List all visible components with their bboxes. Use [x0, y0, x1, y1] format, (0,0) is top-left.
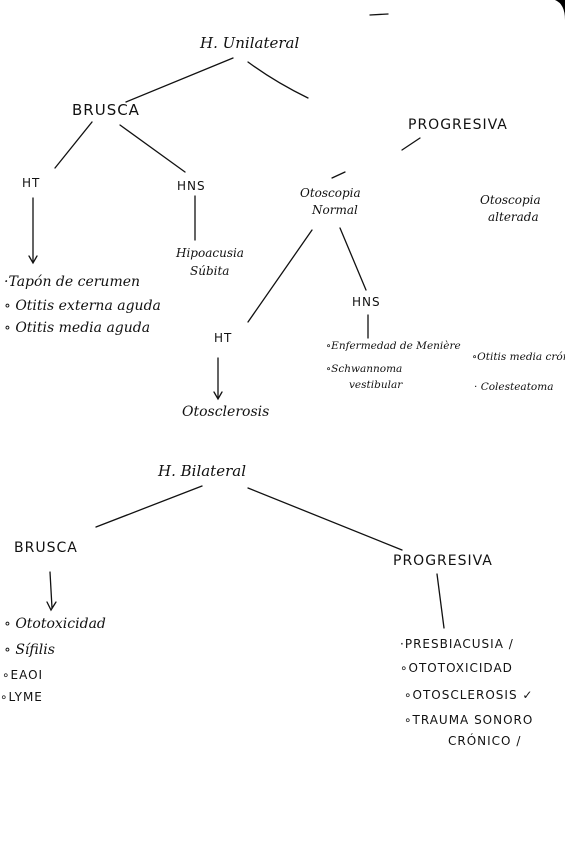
otoscopia-normal-line1: Otoscopia — [300, 186, 361, 200]
brusca-item-sifilis: ∘ Sífilis — [4, 642, 55, 658]
ht-item-tapon: ·Tapón de cerumen — [4, 274, 140, 290]
edge-brusca-ht — [54, 121, 93, 169]
alterada-item-otitis-cronica-text: Otitis media crónica simple — [477, 351, 565, 363]
progresiva-item-trauma-line2-text: CRÓNICO — [448, 734, 512, 748]
bullet: ∘ — [4, 642, 16, 658]
arrow-head — [28, 255, 38, 265]
otoscopia-alterada-line2: alterada — [488, 210, 539, 224]
brusca-item-lyme-text: LYME — [8, 690, 43, 704]
bullet: ∘ — [4, 616, 16, 632]
brusca-item-ototoxicidad: ∘ Ototoxicidad — [4, 616, 106, 632]
progresiva-item-presbiacusia-text: PRESBIACUSIA — [404, 637, 504, 651]
progresiva-item-presbiacusia: ·PRESBIACUSIA / — [400, 637, 514, 651]
hns-item-schwannoma-line1: ∘Schwannoma — [326, 363, 402, 376]
alterada-item-colesteatoma-text: Colesteatoma — [480, 381, 554, 393]
unilateral-ht-node: HT — [22, 176, 41, 190]
progresiva-item-otosclerosis-text: OTOSCLEROSIS — [412, 688, 518, 702]
brusca-item-eaoi-text: EAOI — [10, 668, 44, 682]
progresiva-item-ototoxicidad: ∘OTOTOXICIDAD — [400, 661, 513, 675]
bullet: · — [474, 381, 481, 393]
progresiva-item-trauma-line2: CRÓNICO / — [448, 734, 521, 748]
progresiva-item-ototoxicidad-text: OTOTOXICIDAD — [408, 661, 513, 675]
brusca-item-ototoxicidad-text: Ototoxicidad — [15, 616, 106, 632]
edge-normal-ht — [247, 229, 313, 323]
bullet: · — [4, 274, 9, 290]
edge-unilateral-brusca — [125, 57, 234, 103]
alterada-item-colesteatoma: · Colesteatoma — [474, 381, 553, 394]
ht-item-otitis-media: ∘ Otitis media aguda — [4, 320, 150, 336]
hns-item-menier-text: Enfermedad de Menière — [331, 340, 461, 352]
progresiva-item-trauma-text: TRAUMA SONORO — [412, 713, 534, 727]
hns-item-hipoacusia-line1: Hipoacusia — [176, 246, 244, 260]
bullet: ∘ — [400, 661, 409, 675]
unilateral-brusca-node: BRUSCA — [72, 101, 140, 119]
brusca-item-sifilis-text: Sífilis — [15, 642, 55, 658]
arrow-head — [46, 601, 57, 612]
edge-progresiva-items — [436, 573, 445, 629]
progresiva-item-otosclerosis: ∘OTOSCLEROSIS ✓ — [404, 688, 533, 702]
bullet: ∘ — [4, 298, 16, 314]
diagram-connectors — [28, 13, 445, 629]
edge-progresiva-down — [401, 137, 421, 151]
pen-stroke — [369, 13, 389, 16]
hns-item-hipoacusia-line2: Súbita — [190, 264, 230, 278]
hns-item-schwannoma-line2: vestibular — [349, 379, 403, 391]
bullet: ∘ — [472, 351, 478, 363]
otoscopia-normal-line2: Normal — [312, 203, 358, 217]
brusca-item-eaoi: ∘EAOI — [2, 668, 43, 682]
edge-bilateral-progresiva — [247, 487, 403, 551]
edge-bilateral-brusca — [95, 485, 203, 528]
bullet: ∘ — [404, 713, 413, 727]
bullet: ∘ — [326, 340, 332, 352]
brusca-item-lyme: ∘LYME — [0, 690, 43, 704]
check-mark-icon: / — [511, 734, 522, 748]
normal-hns-node: HNS — [352, 295, 381, 309]
normal-ht-node: HT — [214, 331, 233, 345]
edge-progresiva-normal — [331, 171, 346, 179]
hns-item-schwannoma-text: Schwannoma — [331, 363, 403, 375]
bullet: ∘ — [404, 688, 413, 702]
bilateral-title: H. Bilateral — [158, 462, 246, 480]
otoscopia-alterada-line1: Otoscopia — [480, 193, 541, 207]
edge-normal-hns — [339, 227, 367, 291]
hns-item-menier: ∘Enfermedad de Menière — [326, 340, 461, 353]
bullet: ∘ — [326, 363, 332, 375]
unilateral-title: H. Unilateral — [200, 34, 300, 52]
progresiva-item-trauma-line1: ∘TRAUMA SONORO — [404, 713, 533, 727]
check-mark-icon: / — [503, 637, 514, 651]
ht-item-otitis-externa-text: Otitis externa aguda — [15, 298, 161, 314]
ht-item-tapon-text: Tapón de cerumen — [8, 274, 141, 290]
bullet: · — [400, 637, 405, 651]
unilateral-progresiva-node: PROGRESIVA — [408, 117, 508, 133]
bilateral-brusca-node: BRUSCA — [14, 540, 78, 556]
check-mark-icon: ✓ — [517, 688, 534, 702]
ht-item-otitis-media-text: Otitis media aguda — [15, 320, 151, 336]
edge-brusca-items — [49, 571, 53, 609]
alterada-item-otitis-cronica: ∘Otitis media crónica simple — [472, 351, 565, 364]
otosclerosis-node: Otosclerosis — [182, 404, 270, 420]
bilateral-progresiva-node: PROGRESIVA — [393, 553, 493, 569]
edge-brusca-hns — [119, 124, 186, 173]
bullet: ∘ — [2, 668, 11, 682]
ht-item-otitis-externa: ∘ Otitis externa aguda — [4, 298, 161, 314]
bullet: ∘ — [4, 320, 16, 336]
bullet: ∘ — [0, 690, 9, 704]
edge-unilateral-progresiva — [247, 61, 309, 99]
unilateral-hns-node: HNS — [177, 179, 206, 193]
arrow-head — [213, 391, 223, 401]
